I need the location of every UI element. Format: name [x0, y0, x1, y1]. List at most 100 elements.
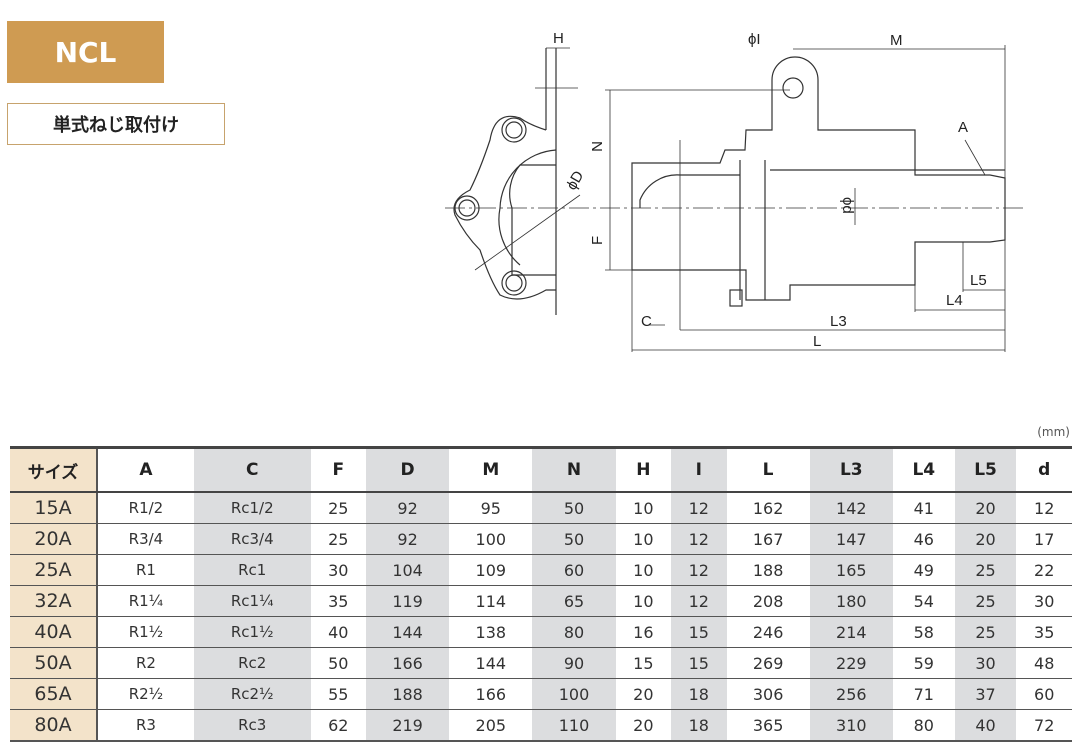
size-cell: 15A	[10, 492, 98, 524]
table-cell: 80	[892, 709, 955, 742]
column-header-l: L	[726, 447, 810, 493]
table-cell: 100	[532, 678, 616, 710]
dim-label-l: L	[813, 333, 821, 350]
table-cell: 12	[671, 492, 727, 524]
table-cell: 48	[1016, 647, 1072, 679]
table-cell: Rc3/4	[193, 523, 311, 555]
table-cell: 20	[954, 492, 1017, 524]
table-cell: 10	[615, 585, 672, 617]
size-cell: 50A	[10, 647, 98, 679]
table-cell: 62	[310, 709, 366, 742]
table-cell: R3/4	[97, 523, 194, 555]
column-header-l4: L4	[892, 447, 955, 493]
table-cell: 208	[726, 585, 810, 617]
table-cell: 246	[726, 616, 810, 648]
column-header-l3: L3	[809, 447, 893, 493]
dim-label-phi-d-inner: ϕd	[839, 197, 856, 214]
column-header-l5: L5	[954, 447, 1017, 493]
table-cell: 166	[365, 647, 450, 679]
dim-label-phi-i: ϕI	[748, 31, 761, 48]
dim-label-phi-d-outer: ϕD	[563, 168, 587, 193]
table-cell: 65	[532, 585, 616, 617]
table-cell: 25	[310, 523, 366, 555]
column-header-d: d	[1016, 447, 1072, 493]
table-cell: 214	[809, 616, 893, 648]
table-cell: 114	[449, 585, 533, 617]
dim-label-n: N	[588, 141, 605, 152]
table-cell: 30	[954, 647, 1017, 679]
size-cell: 32A	[10, 585, 98, 617]
table-cell: 162	[726, 492, 810, 524]
table-cell: 30	[1016, 585, 1072, 617]
table-cell: 59	[892, 647, 955, 679]
table-cell: Rc1/2	[193, 492, 311, 524]
dim-label-l3: L3	[830, 313, 847, 330]
table-cell: 20	[615, 678, 672, 710]
table-cell: 90	[532, 647, 616, 679]
size-cell: 20A	[10, 523, 98, 555]
size-cell: 80A	[10, 709, 98, 742]
column-header-n: N	[532, 447, 616, 493]
table-cell: 16	[615, 616, 672, 648]
dim-label-l5: L5	[970, 272, 987, 289]
model-badge: NCL	[7, 21, 164, 83]
table-cell: 20	[615, 709, 672, 742]
size-cell: 65A	[10, 678, 98, 710]
dim-label-m: M	[890, 32, 903, 49]
flange-side-view	[453, 47, 581, 315]
table-cell: 165	[809, 554, 893, 586]
table-cell: 144	[365, 616, 450, 648]
table-cell: 46	[892, 523, 955, 555]
column-header-d: D	[365, 447, 450, 493]
table-cell: 54	[892, 585, 955, 617]
column-header-h: H	[615, 447, 672, 493]
table-cell: 219	[365, 709, 450, 742]
table-cell: 138	[449, 616, 533, 648]
table-cell: 100	[449, 523, 533, 555]
dim-label-f: F	[589, 236, 606, 245]
table-cell: 25	[310, 492, 366, 524]
table-cell: 10	[615, 523, 672, 555]
table-cell: 144	[449, 647, 533, 679]
table-cell: 50	[532, 523, 616, 555]
table-cell: Rc3	[193, 709, 311, 742]
table-cell: 25	[954, 585, 1017, 617]
table-cell: 71	[892, 678, 955, 710]
table-cell: 35	[1016, 616, 1072, 648]
table-cell: 310	[809, 709, 893, 742]
table-cell: 30	[310, 554, 366, 586]
table-cell: R2	[97, 647, 194, 679]
table-cell: 22	[1016, 554, 1072, 586]
table-cell: Rc1¼	[193, 585, 311, 617]
table-cell: 50	[310, 647, 366, 679]
table-cell: 180	[809, 585, 893, 617]
table-cell: 365	[726, 709, 810, 742]
dim-label-c: C	[641, 313, 652, 330]
table-cell: 109	[449, 554, 533, 586]
size-cell: 40A	[10, 616, 98, 648]
table-cell: 15	[671, 616, 727, 648]
table-cell: 12	[671, 585, 727, 617]
table-cell: 119	[365, 585, 450, 617]
unit-label: (mm)	[1037, 425, 1070, 439]
table-cell: R2½	[97, 678, 194, 710]
table-cell: 40	[954, 709, 1017, 742]
column-header-i: I	[671, 447, 727, 493]
table-cell: 306	[726, 678, 810, 710]
table-cell: 167	[726, 523, 810, 555]
table-cell: 188	[726, 554, 810, 586]
table-cell: 269	[726, 647, 810, 679]
table-cell: 12	[671, 523, 727, 555]
table-cell: 147	[809, 523, 893, 555]
table-cell: Rc2	[193, 647, 311, 679]
column-header-a: A	[97, 447, 194, 493]
table-cell: 205	[449, 709, 533, 742]
table-cell: 15	[615, 647, 672, 679]
table-cell: 17	[1016, 523, 1072, 555]
